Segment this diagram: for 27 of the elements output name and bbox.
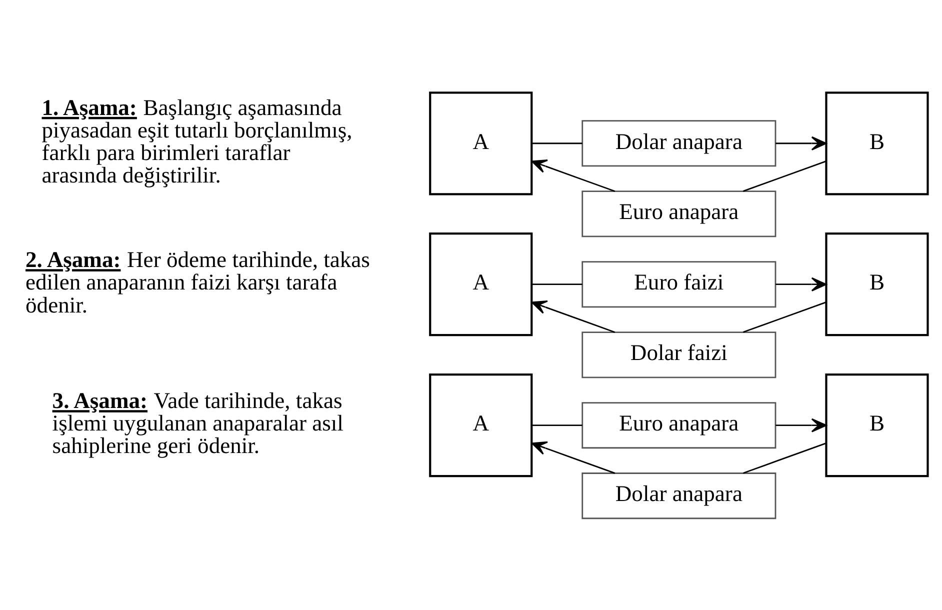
connector <box>532 142 582 144</box>
connector <box>532 283 582 285</box>
node-box: B <box>825 373 929 477</box>
node-box: A <box>429 373 533 477</box>
node-box: Euro faizi <box>582 260 776 308</box>
arrow <box>531 440 616 474</box>
node-box: Dolar faizi <box>582 331 776 378</box>
node-box: Euro anapara <box>582 190 776 237</box>
label: 2. Aşama: Her ödeme tarihinde, takas edilen anaparanın faizi karşı tarafa ödenir. <box>26 246 370 317</box>
connector <box>532 424 582 426</box>
node-box: Euro anapara <box>582 402 776 448</box>
arrow <box>776 276 827 291</box>
connector <box>742 160 826 192</box>
label: 1. Aşama: Başlangıç aşamasında piyasadan eşit tutarlı borçlanılmış, farklı para birimleri taraflar arasında değiştirilir. <box>42 94 352 188</box>
arrow <box>531 300 616 332</box>
connector <box>742 442 826 474</box>
label: 3. Aşama: Vade tarihinde, takas işlemi uygulanan anaparalar asıl sahiplerine geri ödenir. <box>52 388 344 458</box>
node-box: B <box>825 91 929 195</box>
arrow <box>531 158 616 192</box>
arrow <box>776 418 827 432</box>
connector <box>742 301 826 332</box>
node-box: A <box>429 232 533 336</box>
node-box: Dolar anapara <box>582 472 776 519</box>
node-box: Dolar anapara <box>582 120 776 166</box>
node-box: A <box>429 91 533 195</box>
node-box: B <box>825 232 929 336</box>
arrow <box>776 136 827 150</box>
